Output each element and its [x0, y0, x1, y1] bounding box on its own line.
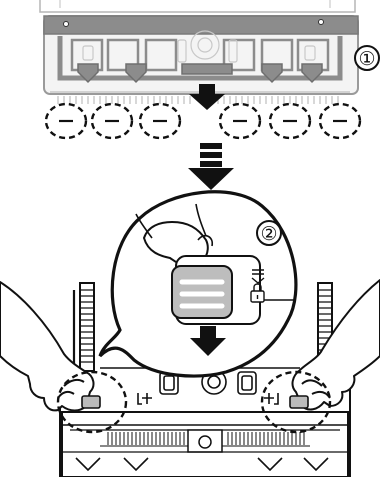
- release-slider: [172, 266, 232, 318]
- left-side-roller: [80, 283, 94, 371]
- right-hand: [293, 280, 380, 409]
- step2-number: ②: [260, 223, 277, 245]
- clip-location-markers: [46, 104, 360, 138]
- step2-magnified-callout: [100, 192, 296, 376]
- step2-badge: ②: [257, 221, 281, 245]
- right-latch: [290, 396, 308, 408]
- left-latch: [82, 396, 100, 408]
- step1-number: ①: [358, 48, 375, 70]
- step1-badge: ①: [355, 46, 379, 70]
- arrow-down-icon: [188, 143, 234, 190]
